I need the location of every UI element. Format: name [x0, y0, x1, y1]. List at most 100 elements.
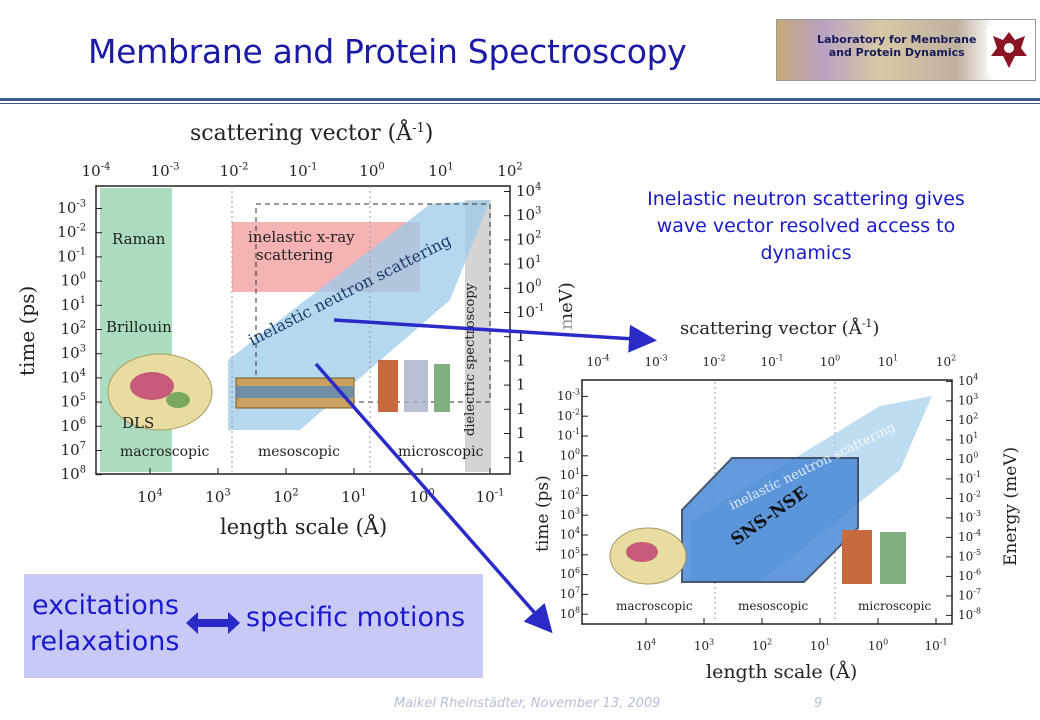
lab-logo: Laboratory for Membrane and Protein Dyna…	[776, 19, 1036, 81]
top-tick-label: 10-2	[220, 161, 249, 180]
fig2-right-ticks: 10410310210110010-110-210-310-410-510-61…	[946, 373, 981, 622]
right-tick-label: 102	[516, 230, 541, 249]
right-tick-label: 10-3	[958, 509, 981, 524]
fig1-protein-image	[378, 360, 398, 412]
fig2-meso-label: mesoscopic	[738, 599, 808, 613]
right-tick-label: 1	[516, 400, 526, 418]
left-tick-label: 100	[560, 447, 580, 462]
top-tick-label: 100	[820, 354, 840, 369]
fig1-bottom-axis-label: length scale (Å)	[220, 514, 387, 539]
fig1-meso-label: mesoscopic	[258, 444, 340, 460]
top-tick-label: 10-1	[761, 354, 784, 369]
motion-box: excitations relaxations specific motions	[24, 574, 483, 678]
fig1-micro-label: microscopic	[398, 444, 484, 460]
fig1-macro-label: macroscopic	[120, 444, 209, 460]
left-tick-label: 106	[61, 416, 86, 435]
right-tick-label: 1	[516, 327, 526, 345]
right-tick-label: 104	[958, 373, 978, 388]
footer-author: Maikel Rheinstädter, November 13, 2009	[394, 696, 661, 711]
left-tick-label: 10-2	[557, 407, 580, 422]
fig2-left-axis-label: time (ps)	[533, 475, 553, 552]
fig2-top-axis-label: scattering vector (Å-1)	[680, 317, 879, 339]
bottom-tick-label: 102	[273, 487, 298, 506]
header-rule-thin	[0, 103, 1040, 104]
fig2-sns-box	[681, 457, 859, 583]
double-arrow-icon	[186, 612, 240, 634]
left-tick-label: 101	[560, 467, 580, 482]
relaxations-label: relaxations	[30, 626, 180, 657]
top-tick-label: 10-4	[587, 354, 610, 369]
top-tick-label: 102	[936, 354, 956, 369]
left-tick-label: 10-3	[557, 388, 580, 403]
bottom-tick-label: 102	[752, 638, 772, 653]
top-tick-label: 10-2	[703, 354, 726, 369]
right-tick-label: 101	[516, 254, 541, 273]
bottom-tick-label: 101	[810, 638, 830, 653]
top-tick-label: 10-4	[82, 161, 111, 180]
top-tick-label: 101	[428, 161, 453, 180]
top-tick-label: 10-3	[645, 354, 668, 369]
fig1-left-axis-label: time (ps)	[15, 286, 39, 376]
left-tick-label: 106	[560, 566, 580, 581]
right-tick-label: 103	[516, 205, 541, 224]
top-tick-label: 10-1	[289, 161, 318, 180]
right-tick-label: 1	[516, 448, 526, 466]
right-tick-label: 10-5	[958, 548, 981, 563]
top-tick-label: 10-3	[151, 161, 180, 180]
left-tick-label: 105	[61, 392, 86, 411]
specific-motions-label: specific motions	[246, 602, 466, 633]
left-tick-label: 108	[560, 605, 580, 620]
fig2-left-ticks: 10-3 10-2 10-1 100 101 102 103 104 105 106 107 108	[557, 388, 588, 621]
right-tick-label: 10-6	[958, 568, 981, 583]
left-tick-label: 10-2	[57, 222, 86, 241]
right-tick-label: 10-7	[958, 587, 981, 602]
right-tick-label: 10-1	[958, 470, 981, 485]
right-tick-label: 103	[958, 392, 978, 407]
left-tick-label: 104	[560, 526, 580, 541]
bottom-tick-label: 104	[636, 638, 656, 653]
left-tick-label: 103	[560, 506, 580, 521]
left-tick-label: 10-1	[557, 427, 580, 442]
bottom-tick-label: 104	[137, 487, 162, 506]
excitations-label: excitations	[32, 590, 179, 621]
fig1-dls-label: DLS	[122, 414, 154, 432]
arrow-to-figure-2-lower	[314, 362, 553, 634]
fig2-right-axis-label: Energy (meV)	[1001, 447, 1021, 566]
fig1-raman-label: Raman	[112, 230, 166, 248]
right-tick-label: 1	[516, 351, 526, 369]
right-tick-label: 104	[516, 181, 541, 200]
fig2-micro-label: microscopic	[858, 599, 932, 613]
left-tick-label: 104	[61, 368, 86, 387]
bottom-tick-label: 10-1	[476, 487, 505, 506]
fig1-top-axis-label: scattering vector (Å-1)	[190, 118, 433, 146]
slide-title: Membrane and Protein Spectroscopy	[88, 32, 687, 71]
left-tick-label: 107	[61, 440, 86, 459]
right-tick-label: 1	[516, 424, 526, 442]
fig2-protein-image	[842, 530, 872, 584]
left-tick-label: 103	[61, 343, 86, 362]
footer-page-number: 9	[814, 696, 823, 711]
figure-1: scattering vector (Å-1) 10-4 10-3 10-2 10-1…	[15, 118, 577, 539]
fig1-xray-label-2: scattering	[256, 246, 334, 264]
bottom-tick-label: 10-1	[925, 638, 948, 653]
figure-2: scattering vector (Å-1) 10-4 10-3 10-2 10-1…	[528, 317, 1021, 684]
right-tick-label: 10-4	[958, 529, 981, 544]
left-tick-label: 10-3	[57, 198, 86, 217]
fig1-xray-label-1: inelastic x-ray	[248, 228, 355, 246]
info-text: Inelastic neutron scattering gives wave …	[647, 188, 965, 264]
right-tick-label: 101	[958, 431, 978, 446]
left-tick-label: 102	[560, 487, 580, 502]
right-tick-label: 1	[516, 376, 526, 394]
fig2-macro-label: macroscopic	[616, 599, 693, 613]
bottom-tick-label: 100	[409, 487, 434, 506]
left-tick-label: 100	[61, 271, 86, 290]
right-tick-label: 10-8	[958, 607, 981, 622]
bottom-tick-label: 103	[694, 638, 714, 653]
fig2-bottom-axis-label: length scale (Å)	[706, 661, 857, 683]
left-tick-label: 105	[560, 546, 580, 561]
left-tick-label: 107	[560, 586, 580, 601]
